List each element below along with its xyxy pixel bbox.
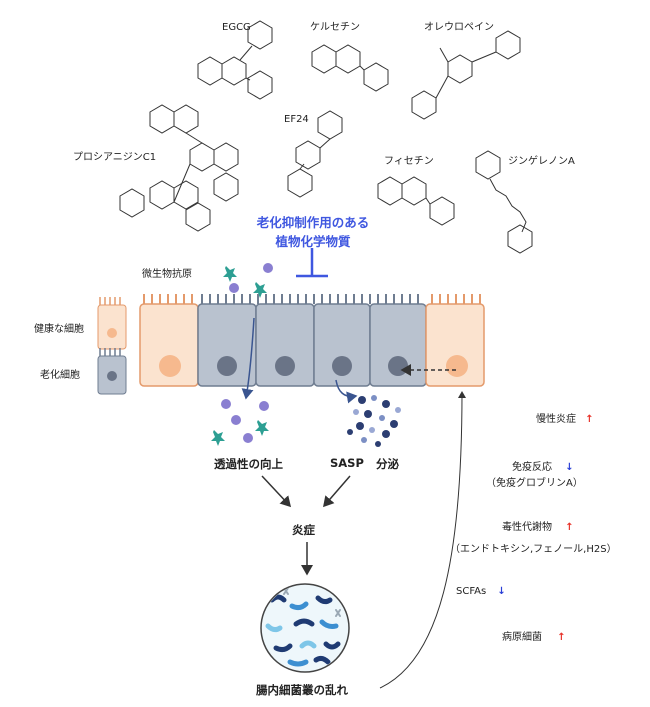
arrow-dysbiosis-feedback — [379, 391, 466, 689]
label-zingerone: ジンゲレノンA — [508, 156, 575, 167]
effect-immune-response-sub: （免疫グロブリンA） — [486, 478, 583, 489]
up-arrow-icon: ↑ — [557, 632, 566, 643]
label-inflammation: 炎症 — [292, 523, 315, 537]
arrow-sasp-inflammation — [323, 475, 351, 508]
label-egcg: EGCG — [222, 22, 251, 33]
effect-label: SCFAs — [456, 586, 487, 597]
effect-immune-response: 免疫反応 ↓ — [512, 458, 574, 473]
egcg-structure — [197, 20, 273, 100]
leak-arrow — [241, 317, 255, 400]
epithelium — [139, 294, 485, 387]
microbiota-circle — [260, 583, 350, 673]
label-secretion: 分泌 — [376, 457, 399, 471]
label-ef24: EF24 — [284, 114, 309, 125]
label-microbial-antigen: 微生物抗原 — [142, 269, 192, 280]
legend-healthy-cell — [97, 297, 127, 350]
effect-pathogenic-bacteria: 病原細菌 ↑ — [502, 628, 566, 643]
label-sasp: SASP — [330, 456, 364, 470]
microbial-antigens — [223, 263, 273, 298]
effect-label: 免疫反応 — [512, 462, 552, 473]
label-permeability: 透過性の向上 — [214, 457, 283, 471]
label-quercetin: ケルセチン — [310, 22, 360, 33]
sasp-arrow — [335, 379, 358, 404]
phytochemical-label-line1: 老化抑制作用のある — [256, 215, 370, 230]
up-arrow-icon: ↑ — [565, 522, 574, 533]
leaked-antigens — [211, 399, 269, 446]
effect-toxic-metabolites-sub: （エンドトキシン,フェノール,H2S） — [450, 544, 617, 555]
legend-healthy-label: 健康な細胞 — [34, 324, 84, 335]
fisetin-structure — [377, 176, 455, 226]
procyanidin-structure — [119, 104, 239, 232]
quercetin-structure — [311, 44, 389, 92]
label-fisetin: フィセチン — [384, 156, 434, 167]
zingerone-structure — [475, 150, 533, 254]
label-dysbiosis: 腸内細菌叢の乱れ — [256, 683, 348, 697]
label-oleuropein: オレウロペイン — [424, 22, 494, 33]
oleuropein-structure — [411, 30, 521, 120]
down-arrow-icon: ↓ — [565, 462, 574, 473]
effect-label: 毒性代謝物 — [502, 522, 552, 533]
effect-scfas: SCFAs ↓ — [456, 586, 506, 597]
effect-chronic-inflammation: 慢性炎症 ↑ — [536, 410, 594, 425]
up-arrow-icon: ↑ — [585, 414, 594, 425]
phytochemical-label-line2: 植物化学物質 — [275, 234, 351, 249]
label-procyanidin: プロシアニジンC1 — [73, 152, 157, 163]
legend-aged-label: 老化細胞 — [40, 370, 80, 381]
legend-aged-cell — [97, 348, 127, 395]
sasp-particles — [347, 395, 401, 447]
effect-label: 病原細菌 — [502, 632, 542, 643]
phytochemical-label: 老化抑制作用のある 植物化学物質 — [238, 212, 388, 250]
down-arrow-icon: ↓ — [497, 586, 506, 597]
ef24-structure — [287, 110, 343, 198]
effect-toxic-metabolites: 毒性代謝物 ↑ — [502, 518, 574, 533]
effect-label: 慢性炎症 — [536, 414, 576, 425]
inhibition-symbol — [296, 248, 328, 278]
arrow-permeability-inflammation — [261, 475, 292, 508]
